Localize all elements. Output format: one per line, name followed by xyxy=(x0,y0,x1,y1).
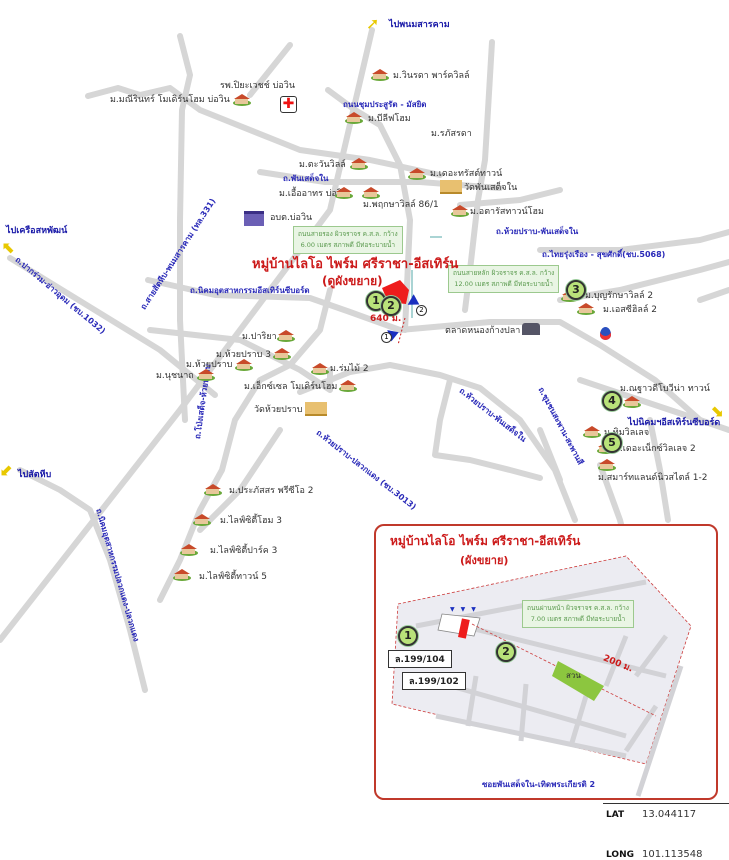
project-subtitle-link[interactable]: (ดูผังขยาย) xyxy=(322,274,383,288)
house-icon xyxy=(598,459,616,471)
house-icon xyxy=(173,569,191,581)
project-title: หมู่บ้านไลโอ ไพร์ม ศรีราชา-อีสเทิร์น xyxy=(252,257,459,272)
inset-detail-map: หมู่บ้านไลโอ ไพร์ม ศรีราชา-อีสเทิร์น (ผั… xyxy=(374,524,718,800)
place-phruksa: ม.พฤกษาวิลล์ 86/1 xyxy=(363,200,439,210)
yellow-arrow-icon: ⬉ xyxy=(2,238,16,257)
house-icon xyxy=(583,426,601,438)
inset-note-front-road: ถนนผ่านหน้า ผิวจราจร ค.ส.ล. กว้าง 7.00 เ… xyxy=(522,600,634,628)
house-icon xyxy=(350,158,368,170)
inset-badge-2: 2 xyxy=(496,642,516,662)
house-icon xyxy=(623,396,641,408)
house-icon xyxy=(193,514,211,526)
house-icon xyxy=(577,303,595,315)
road-label-chumprasurat: ถนนชุมประสูรัต - มัสยิด xyxy=(343,100,427,109)
house-icon xyxy=(345,112,363,124)
yellow-arrow-icon: ⬊ xyxy=(710,401,724,420)
house-icon xyxy=(335,187,353,199)
inset-title: หมู่บ้านไลโอ ไพร์ม ศรีราชา-อีสเทิร์น xyxy=(390,534,581,548)
note-secondary-road: ถนนสายรอง ผิวจราจร ค.ส.ล. กว้าง 6.00 เมต… xyxy=(293,226,403,254)
temple-icon xyxy=(440,180,462,194)
place-rapatsada: ม.รภัสรดา xyxy=(431,129,472,139)
plot-199-102: ล.199/102 xyxy=(402,672,466,690)
note-main-road: ถนนสายหลัก ผิวจราจร ค.ส.ล. กว้าง 12.00 เ… xyxy=(448,265,560,293)
soi-label: ซอยพันเสด็จใน-เทิดพระเกียรติ 2 xyxy=(482,780,596,789)
road-label-huai-prap-phan: ถ.ห้วยปราบ-พันเสด็จใน xyxy=(496,227,579,236)
inset-subtitle: (ผังขยาย) xyxy=(460,554,509,567)
coordinates-panel xyxy=(603,803,729,804)
house-icon xyxy=(408,168,426,180)
house-icon xyxy=(197,369,215,381)
plot-199-104: ล.199/104 xyxy=(388,650,452,668)
gas-station-icon xyxy=(600,327,611,340)
government-building-icon xyxy=(244,211,264,226)
house-icon xyxy=(339,380,357,392)
distance-640: 640 ม. xyxy=(370,314,402,324)
market-icon xyxy=(522,323,540,335)
inset-badge-1: 1 xyxy=(398,626,418,646)
badge-4: 4 xyxy=(602,391,622,411)
yellow-arrow-icon: ➚ xyxy=(366,14,380,33)
road-label-phan-sadet-nai: ถ.พันเสด็จใน xyxy=(283,174,329,183)
house-icon xyxy=(273,348,291,360)
house-icon xyxy=(180,544,198,556)
hospital-cross-icon: ✚ xyxy=(280,96,297,113)
house-icon xyxy=(451,205,469,217)
badge-3: 3 xyxy=(566,280,586,300)
park-label: สวน xyxy=(566,671,581,680)
house-icon xyxy=(235,359,253,371)
house-icon xyxy=(371,69,389,81)
house-icon xyxy=(277,330,295,342)
house-icon xyxy=(233,94,251,106)
inset-view-markers: ▼▼▼ xyxy=(450,606,482,613)
temple-icon xyxy=(305,402,327,416)
house-icon xyxy=(204,484,222,496)
road-label-thai-rung-rueang: ถ.ไทยรุ่งเรือง - สุขศักดิ์(ชบ.5068) xyxy=(542,250,666,259)
house-icon xyxy=(362,187,380,199)
house-icon xyxy=(311,363,329,375)
yellow-arrow-icon: ⬋ xyxy=(0,460,14,479)
road-pak-ruam xyxy=(7,255,218,398)
road-label-nikhom-eastern: ถ.นิคมอุตสาหกรรมอีสเทิร์นซีบอร์ด xyxy=(190,286,310,295)
badge-5: 5 xyxy=(602,433,622,453)
badge-2: 2 xyxy=(381,296,401,316)
